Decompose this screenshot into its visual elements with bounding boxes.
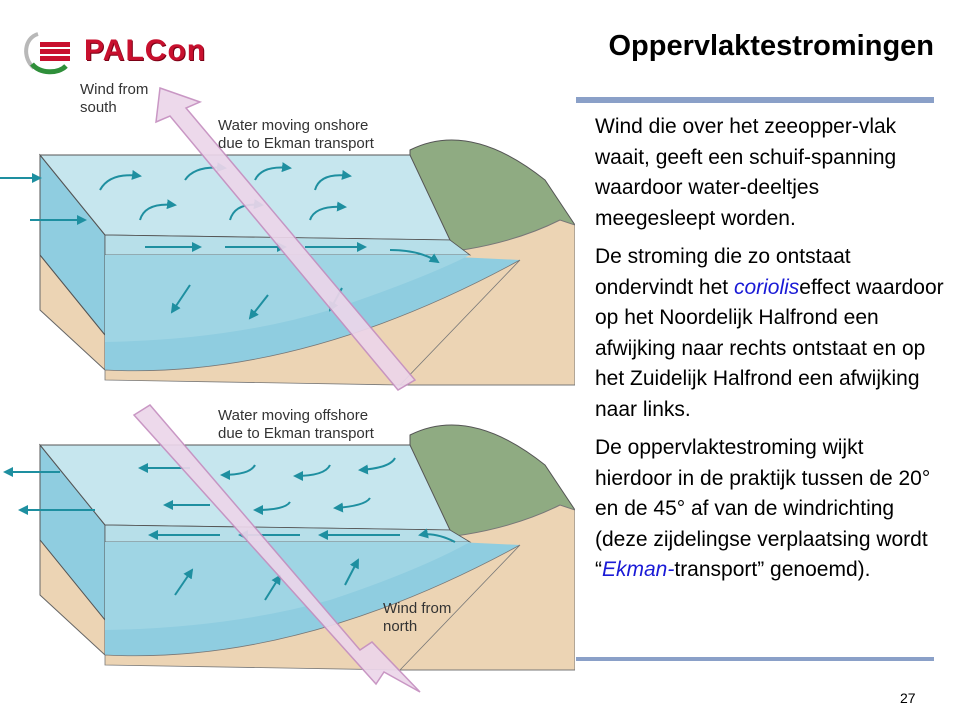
bottom-wind-label-line1: Wind from (383, 600, 451, 617)
paragraph-1-text: Wind die over het zeeopper-vlak waait, g… (595, 115, 897, 230)
top-caption-line1: Water moving onshore (218, 117, 368, 134)
logo-text: PALCon (84, 34, 207, 67)
coriolis-term: coriolis (733, 275, 800, 299)
page-title: Oppervlaktestromingen (608, 30, 934, 62)
paragraph-coriolis: De stroming die zo ontstaat ondervindt h… (595, 242, 945, 425)
bottom-caption-line2: due to Ekman transport (218, 425, 375, 442)
paragraph-2-text-before: De stroming die zo ontstaat ondervindt h… (595, 245, 851, 299)
bottom-caption-line1: Water moving offshore (218, 407, 368, 424)
logo-emblem-icon (24, 32, 70, 75)
bottom-panel: Water moving offshore due to Ekman trans… (3, 404, 576, 693)
top-panel: Wind from south Water moving onshore due… (0, 81, 576, 391)
top-wind-label-line2: south (80, 99, 117, 116)
paragraph-3-text-after: transport” genoemd). (674, 558, 871, 581)
title-rule (576, 97, 934, 103)
ekman-term: Ekman- (602, 558, 675, 581)
paragraph-2-text-after: effect waardoor op het Noordelijk Halfro… (595, 275, 944, 421)
ekman-transport-figure: Wind from south Water moving onshore due… (0, 80, 576, 710)
footer-rule (576, 657, 934, 661)
palcon-logo: PALCon (18, 28, 218, 76)
paragraph-shear-stress: Wind die over het zeeopper-vlak waait, g… (595, 112, 945, 234)
top-caption-line2: due to Ekman transport (218, 135, 375, 152)
ekman-diagram: Wind from south Water moving onshore due… (0, 81, 576, 693)
body-text: Wind die over het zeeopper-vlak waait, g… (595, 112, 945, 594)
top-wind-label-line1: Wind from (80, 81, 148, 98)
paragraph-ekman: De oppervlaktestroming wijkt hierdoor in… (595, 433, 945, 586)
page-number: 27 (900, 690, 916, 706)
bottom-wind-label-line2: north (383, 618, 417, 635)
paragraph-3-text-before: De oppervlaktestroming wijkt hierdoor in… (595, 436, 931, 581)
